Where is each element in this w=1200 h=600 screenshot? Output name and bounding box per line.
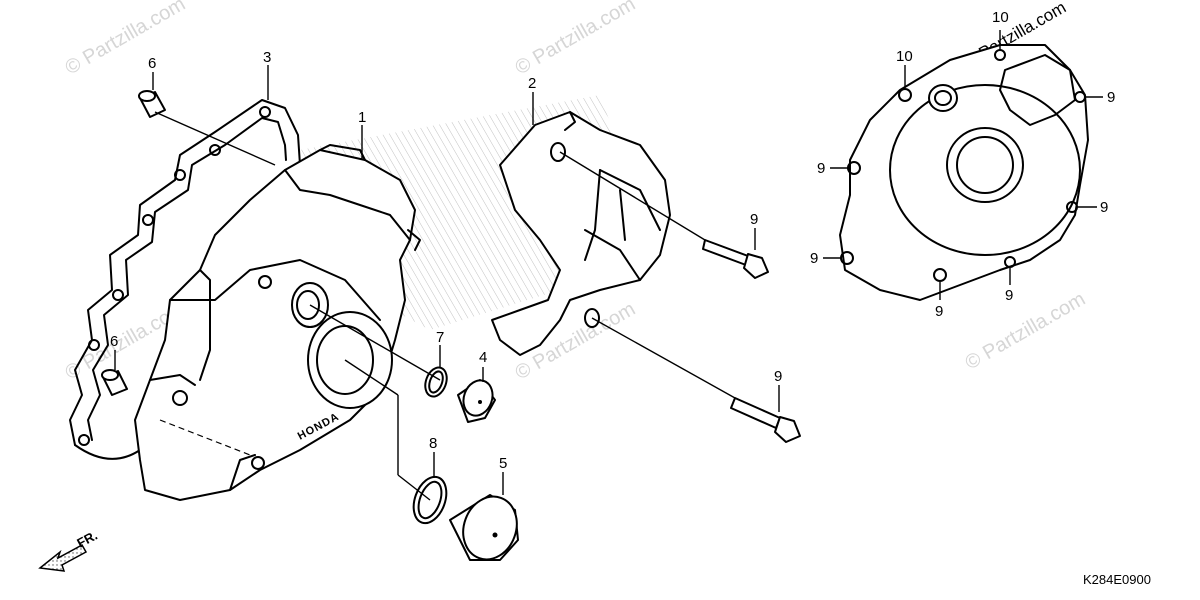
watermark: © Partzilla.com bbox=[512, 0, 640, 79]
cap-5 bbox=[449, 494, 519, 561]
callout-10: 10 bbox=[992, 9, 1009, 26]
callout-7: 7 bbox=[436, 329, 444, 346]
right-cover bbox=[839, 44, 1089, 301]
callout-9: 9 bbox=[810, 250, 818, 267]
dowel-pin-6-lower bbox=[101, 369, 128, 396]
callouts: 1 2 3 4 5 6 6 7 8 9 9 9 9 9 9 9 9 10 10 bbox=[110, 9, 1115, 472]
o-ring-7 bbox=[424, 366, 448, 398]
callout-4: 4 bbox=[479, 349, 487, 366]
callout-6: 6 bbox=[110, 333, 118, 350]
dowel-pin-6-upper bbox=[138, 90, 166, 118]
callout-3: 3 bbox=[263, 49, 271, 66]
callout-2: 2 bbox=[528, 75, 536, 92]
callout-9: 9 bbox=[774, 368, 782, 385]
callout-9: 9 bbox=[817, 160, 825, 177]
callout-10: 10 bbox=[896, 48, 913, 65]
callout-9: 9 bbox=[935, 303, 943, 320]
callout-5: 5 bbox=[499, 455, 507, 472]
front-arrow: FR. bbox=[38, 528, 100, 572]
o-ring-8 bbox=[412, 475, 448, 525]
callout-6: 6 bbox=[148, 55, 156, 72]
watermark: © Partzilla.com bbox=[962, 288, 1090, 374]
callout-1: 1 bbox=[358, 109, 366, 126]
cap-4 bbox=[457, 379, 496, 423]
bolt-9-upper bbox=[702, 239, 769, 279]
callout-9: 9 bbox=[1100, 199, 1108, 216]
gasket-3 bbox=[69, 99, 331, 460]
upper-cover-2 bbox=[491, 111, 671, 356]
bolt-9-lower bbox=[730, 397, 801, 443]
diagram-code: K284E0900 bbox=[1083, 572, 1151, 587]
callout-9: 9 bbox=[1005, 287, 1013, 304]
watermark: © Partzilla.com bbox=[62, 0, 190, 79]
callout-9: 9 bbox=[750, 211, 758, 228]
callout-9: 9 bbox=[1107, 89, 1115, 106]
callout-8: 8 bbox=[429, 435, 437, 452]
leader-lines bbox=[114, 30, 1103, 501]
left-crankcase-cover-1: HONDA bbox=[134, 144, 421, 501]
